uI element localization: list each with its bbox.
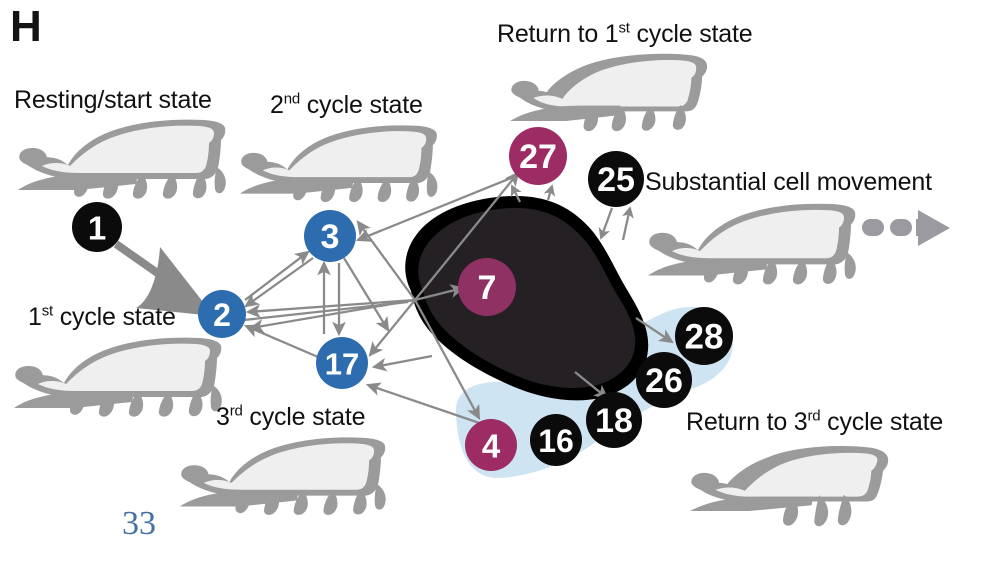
svg-text:27: 27 [519,138,557,176]
arrow-hub-to-17 [368,299,416,357]
node-18[interactable]: 18 [586,392,642,448]
arrow-2-to-3 [244,250,310,301]
svg-text:1: 1 [88,210,106,247]
svg-text:3: 3 [321,218,340,256]
label-resting-start-state: Resting/start state [14,86,212,114]
arrow-blob-to-27-b [510,184,522,203]
svg-text:26: 26 [645,362,683,400]
arrow-blob-to-17 [371,354,433,372]
node-26[interactable]: 26 [636,352,692,408]
arrow-27-to-3 [355,174,517,242]
dark-region [405,196,649,401]
svg-text:17: 17 [325,347,359,382]
node-4[interactable]: 4 [465,419,517,471]
arrow-17-to-2 [243,324,319,359]
cluster-count-label: 33 [122,505,156,542]
arrow-network [243,171,674,432]
label-first-cycle-state: 1st cycle state [28,302,176,331]
label-return-third-cycle: Return to 3rd cycle state [686,407,944,436]
page-title: H [10,2,42,51]
label-return-first-cycle: Return to 1st cycle state [497,19,753,48]
arrow-hub-to-4 [413,299,481,421]
node-3[interactable]: 3 [304,210,356,262]
arrow-blob-to-28 [635,317,674,344]
node-7[interactable]: 7 [458,258,516,316]
label-second-cycle-state: 2nd cycle state [270,90,423,119]
node-28[interactable]: 28 [675,307,733,365]
node-27[interactable]: 27 [509,127,567,185]
arrow-blob-to-region [574,371,609,400]
svg-text:2: 2 [213,297,231,333]
arrow-blob-to-27 [543,184,556,201]
arrow-hub-to-2 [245,298,416,318]
node-2[interactable]: 2 [198,290,246,338]
arrow-25-to-blob [598,207,614,240]
arrow-hub-to-7 [414,284,466,302]
node-16[interactable]: 16 [530,414,582,466]
label-third-cycle-state: 3rd cycle state [216,402,366,431]
arrow-hub-to-27 [414,171,520,301]
arrow-1-to-2 [113,240,214,316]
svg-text:7: 7 [478,269,497,307]
line-2-to-hub [243,300,409,322]
svg-text:28: 28 [685,318,724,357]
svg-text:18: 18 [595,402,633,440]
movement-dashed-arrow [862,210,950,246]
svg-text:25: 25 [597,161,635,199]
arrow-3-cross [343,257,390,332]
node-25[interactable]: 25 [588,151,644,207]
node-17[interactable]: 17 [316,337,368,389]
svg-text:4: 4 [482,428,501,465]
node-1[interactable]: 1 [72,202,122,252]
label-substantial-cell-movement: Substantial cell movement [645,168,932,196]
svg-text:16: 16 [538,423,574,459]
arrow-3-to-2 [244,257,314,308]
arrow-blob-to-25 [621,206,634,241]
